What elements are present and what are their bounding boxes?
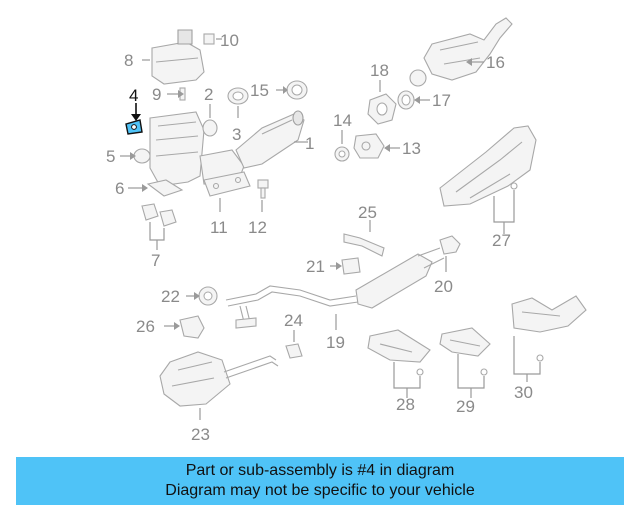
part-28-shape (367, 329, 431, 363)
callout-7: 7 (151, 251, 160, 270)
part-12-shape (257, 179, 269, 199)
part-8-shape (151, 29, 205, 85)
exhaust-parts-diagram: 1 2 3 4 5 6 7 8 9 10 11 12 13 14 15 16 1… (106, 17, 587, 444)
part-16-shape (409, 17, 513, 87)
part-21-shape (341, 257, 361, 275)
callout-27: 27 (492, 231, 511, 250)
part-22-shape (198, 286, 218, 306)
callout-20: 20 (434, 277, 453, 296)
callout-8: 8 (124, 51, 133, 70)
callout-15: 15 (250, 81, 269, 100)
callout-14: 14 (333, 111, 352, 130)
part-29-shape (439, 327, 491, 357)
part-24-shape (285, 343, 303, 359)
callout-22: 22 (161, 287, 180, 306)
callout-4: 4 (129, 86, 138, 105)
callout-1: 1 (305, 134, 314, 153)
part-1-shape (235, 110, 305, 169)
callout-17: 17 (432, 91, 451, 110)
part-17-shape (397, 90, 415, 110)
callout-26: 26 (136, 317, 155, 336)
callout-25: 25 (358, 203, 377, 222)
callout-24: 24 (284, 311, 303, 330)
callout-9: 9 (152, 85, 161, 104)
callout-28: 28 (396, 395, 415, 414)
part-23-shape (159, 351, 279, 407)
callout-23: 23 (191, 425, 210, 444)
part-3-shape (227, 87, 249, 105)
callout-2: 2 (204, 85, 213, 104)
callout-3: 3 (232, 125, 241, 144)
callout-30: 30 (514, 383, 533, 402)
part-27-shape (439, 125, 537, 207)
banner-line-1: Part or sub-assembly is #4 in diagram (185, 462, 455, 479)
part-13-shape (353, 133, 385, 159)
part-26-shape (179, 315, 205, 339)
callout-5: 5 (106, 147, 115, 166)
part-10-shape (203, 33, 215, 45)
part-6-shape (146, 179, 184, 197)
part-14-shape (334, 146, 350, 162)
part-7-shapes (141, 203, 177, 227)
part-20-shape (439, 235, 461, 255)
callout-13: 13 (402, 139, 421, 158)
info-banner: Part or sub-assembly is #4 in diagram Di… (16, 457, 624, 505)
callout-6: 6 (115, 179, 124, 198)
callout-10: 10 (220, 31, 239, 50)
part-15-shape (286, 80, 308, 100)
callout-12: 12 (248, 218, 267, 237)
part-2-shape (202, 119, 218, 137)
part-25-shape (343, 233, 385, 257)
part-18-shape (367, 93, 397, 125)
callout-29: 29 (456, 397, 475, 416)
part-19-pipe-shape (225, 247, 445, 329)
part-5-shape (133, 148, 151, 164)
callout-16: 16 (486, 53, 505, 72)
part-11-shape (203, 171, 251, 197)
part-4-gasket-shape (125, 119, 143, 135)
banner-line-2: Diagram may not be specific to your vehi… (165, 482, 475, 499)
callout-21: 21 (306, 257, 325, 276)
callout-11: 11 (210, 218, 228, 237)
callout-18: 18 (370, 61, 389, 80)
callout-19: 19 (326, 333, 345, 352)
part-30-shape (511, 295, 587, 333)
